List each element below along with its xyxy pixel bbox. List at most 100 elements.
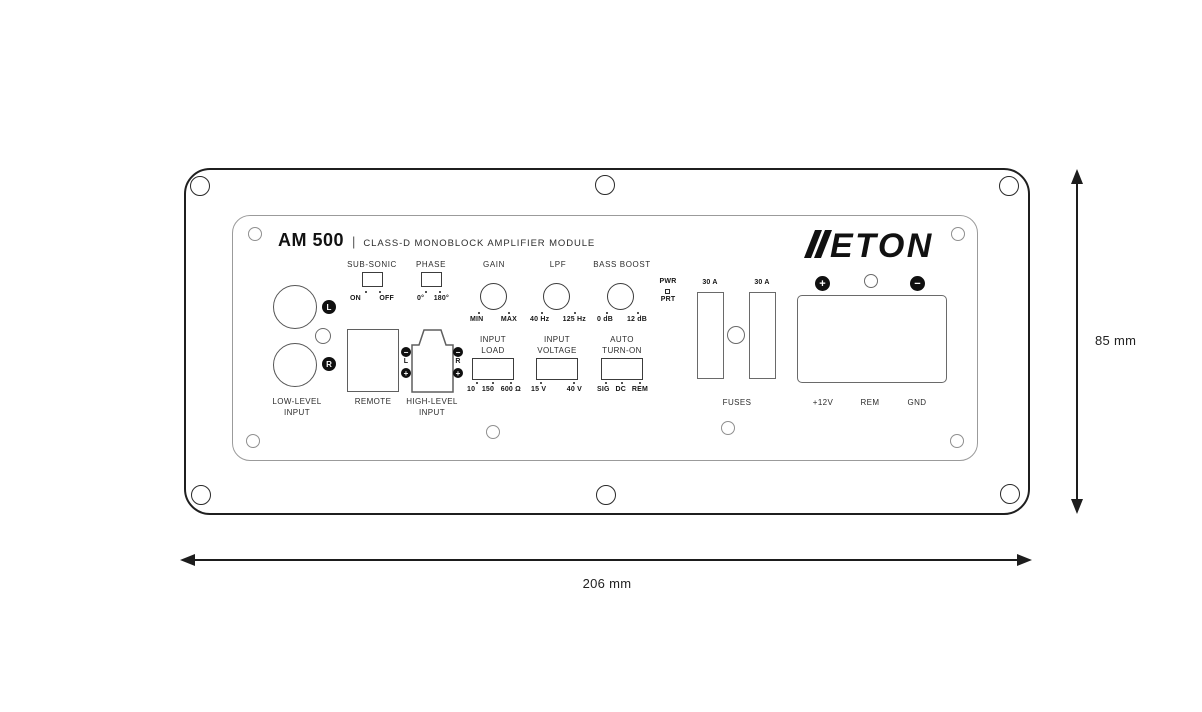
lpf-min-label: 40 Hz — [530, 316, 550, 323]
fuse-screw-hole — [727, 326, 745, 344]
high-level-line2: INPUT — [418, 408, 445, 417]
switch-position-dot — [365, 291, 367, 293]
prt-label: PRT — [660, 296, 676, 303]
rem-label: REM — [860, 398, 880, 407]
sub-sonic-switch — [362, 272, 383, 287]
phase-0-label: 0° — [417, 295, 425, 302]
gain-knob — [480, 283, 507, 310]
auto-turn-on-line2: TURN-ON — [602, 346, 642, 355]
height-dimension-arrow — [1071, 169, 1083, 514]
model-name: AM 500 — [278, 230, 345, 250]
power-terminal-block — [797, 295, 947, 383]
sub-sonic-label: SUB-SONIC — [347, 260, 397, 269]
input-voltage-line1: INPUT — [544, 335, 570, 344]
mounting-hole-bottom-middle — [596, 485, 616, 505]
switch-position-dot — [439, 291, 441, 293]
fuse-holder — [749, 292, 776, 379]
auto-turn-on-rem: REM — [631, 386, 648, 393]
switch-position-dot — [621, 382, 623, 384]
input-load-150: 150 — [481, 386, 495, 393]
width-dimension-arrow — [180, 554, 1032, 566]
knob-position-dot — [574, 312, 576, 314]
high-level-right-label: R — [455, 358, 461, 365]
knob-position-dot — [478, 312, 480, 314]
plus12v-label: +12V — [812, 398, 834, 407]
input-voltage-15v: 15 V — [531, 386, 547, 393]
plus-polarity-icon: + — [453, 368, 463, 378]
fuse-rating-label: 30 A — [702, 279, 718, 286]
lpf-max-label: 125 Hz — [562, 316, 586, 323]
fuse-holder — [697, 292, 724, 379]
remote-connector — [347, 329, 399, 392]
knob-position-dot — [541, 312, 543, 314]
auto-turn-on-options: SIG DC REM — [597, 386, 648, 393]
eton-logo-text: ETON — [830, 227, 934, 265]
phase-options: 0° 180° — [417, 295, 449, 302]
switch-position-dot — [510, 382, 512, 384]
bass-boost-knob — [607, 283, 634, 310]
high-level-input-label: HIGH-LEVEL INPUT — [406, 396, 458, 418]
gain-max-label: MAX — [500, 316, 517, 323]
gain-label: GAIN — [483, 260, 505, 269]
lpf-label: LPF — [549, 260, 567, 269]
switch-position-dot — [425, 291, 427, 293]
eton-logo: ETON — [804, 227, 934, 265]
bass-boost-min-label: 0 dB — [597, 316, 613, 323]
pwr-label: PWR — [659, 278, 677, 285]
sub-sonic-on-label: ON — [350, 295, 361, 302]
auto-turn-on-sig: SIG — [597, 386, 610, 393]
power-protect-led — [665, 289, 670, 294]
auto-turn-on-dc: DC — [615, 386, 627, 393]
switch-position-dot — [573, 382, 575, 384]
switch-position-dot — [476, 382, 478, 384]
input-voltage-line2: VOLTAGE — [537, 346, 577, 355]
lpf-range: 40 Hz 125 Hz — [530, 316, 586, 323]
input-load-line2: LOAD — [481, 346, 505, 355]
high-level-connector — [411, 329, 454, 393]
panel-screw-hole — [721, 421, 735, 435]
right-channel-badge: R — [322, 357, 336, 371]
gain-min-label: MIN — [470, 316, 484, 323]
plus-polarity-icon: + — [401, 368, 411, 378]
input-load-10: 10 — [467, 386, 476, 393]
input-load-options: 10 150 600 Ω — [467, 386, 521, 393]
title-block: AM 500 | CLASS-D MONOBLOCK AMPLIFIER MOD… — [278, 230, 595, 251]
switch-position-dot — [540, 382, 542, 384]
input-load-600: 600 Ω — [500, 386, 521, 393]
panel-screw-hole — [951, 227, 965, 241]
auto-turn-on-line1: AUTO — [610, 335, 634, 344]
low-level-line1: LOW-LEVEL — [272, 397, 322, 406]
sub-sonic-off-label: OFF — [379, 295, 394, 302]
switch-position-dot — [379, 291, 381, 293]
input-load-line1: INPUT — [480, 335, 506, 344]
auto-turn-on-switch — [601, 358, 643, 380]
phase-switch — [421, 272, 442, 287]
mounting-hole-top-middle — [595, 175, 615, 195]
switch-position-dot — [492, 382, 494, 384]
mounting-hole-bottom-right — [1000, 484, 1020, 504]
minus-polarity-icon: − — [453, 347, 463, 357]
auto-turn-on-label: AUTO TURN-ON — [602, 334, 642, 356]
knob-position-dot — [637, 312, 639, 314]
terminal-screw-hole — [864, 274, 878, 288]
knob-position-dot — [508, 312, 510, 314]
input-voltage-40v: 40 V — [566, 386, 582, 393]
mounting-hole-top-left — [190, 176, 210, 196]
lpf-knob — [543, 283, 570, 310]
sub-sonic-options: ON OFF — [350, 295, 394, 302]
fuse-rating-label: 30 A — [754, 279, 770, 286]
knob-position-dot — [606, 312, 608, 314]
high-level-left-label: L — [403, 358, 409, 365]
bass-boost-range: 0 dB 12 dB — [597, 316, 647, 323]
title-separator: | — [352, 234, 356, 249]
mounting-hole-bottom-left — [191, 485, 211, 505]
panel-screw-hole — [246, 434, 260, 448]
fuses-label: FUSES — [722, 398, 752, 407]
panel-screw-hole — [950, 434, 964, 448]
input-load-switch — [472, 358, 514, 380]
minus-polarity-icon: − — [910, 276, 925, 291]
input-screw-hole — [315, 328, 331, 344]
model-description: CLASS-D MONOBLOCK AMPLIFIER MODULE — [363, 238, 596, 249]
panel-screw-hole — [486, 425, 500, 439]
switch-position-dot — [605, 382, 607, 384]
